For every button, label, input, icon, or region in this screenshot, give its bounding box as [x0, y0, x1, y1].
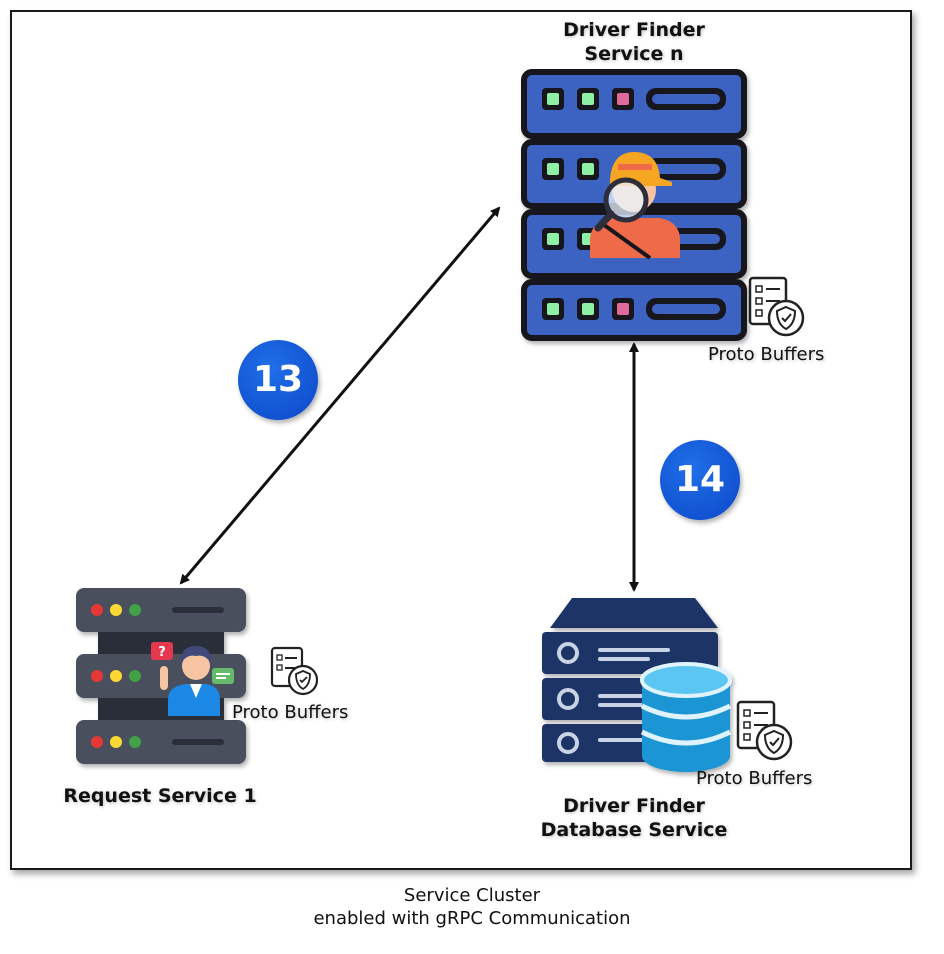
- proto-buffers-icon-request: [270, 646, 319, 696]
- server-with-user-icon: ?: [76, 588, 246, 764]
- driver-person-icon: [590, 152, 680, 260]
- request-service-title: Request Service 1: [63, 785, 257, 807]
- server-with-driver-icon: [521, 69, 747, 341]
- driver-finder-service-title-line2: Service n: [584, 43, 684, 65]
- proto-buffers-label-driver: Proto Buffers: [708, 344, 825, 365]
- arrow-request-to-driver-finder: [179, 206, 501, 585]
- database-server-icon: [542, 598, 732, 772]
- step-14-badge: 14: [660, 440, 740, 520]
- driver-finder-db-title-line2: Database Service: [540, 819, 728, 841]
- caption-line2: enabled with gRPC Communication: [313, 908, 631, 929]
- driver-finder-db-title: Driver Finder Database Service: [514, 794, 754, 842]
- proto-buffers-icon-database: [736, 700, 793, 761]
- driver-finder-service-title: Driver Finder Service n: [534, 18, 734, 66]
- user-person-icon: ?: [151, 642, 234, 716]
- caption-line1: Service Cluster: [403, 885, 541, 906]
- proto-buffers-label-request: Proto Buffers: [232, 702, 349, 723]
- diagram-caption: Service Cluster enabled with gRPC Commun…: [0, 884, 944, 930]
- svg-text:?: ?: [158, 645, 166, 660]
- driver-finder-db-title-line1: Driver Finder: [563, 795, 705, 817]
- proto-buffers-label-database: Proto Buffers: [696, 768, 813, 789]
- database-cylinder-icon: [640, 662, 732, 772]
- proto-buffers-icon-driver: [748, 276, 805, 337]
- step-13-badge: 13: [238, 340, 318, 420]
- driver-finder-service-title-line1: Driver Finder: [563, 19, 705, 41]
